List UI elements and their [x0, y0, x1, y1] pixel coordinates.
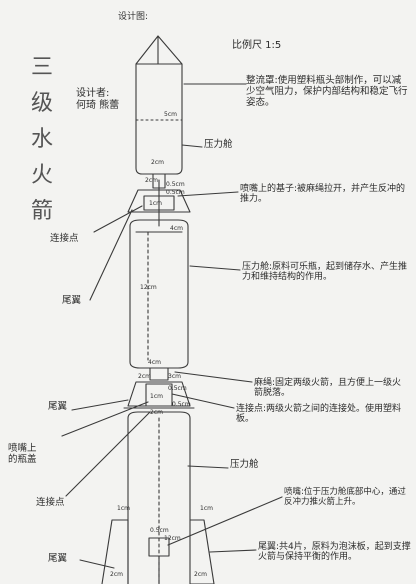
label-tail-left-3: 尾翼 [48, 553, 68, 564]
dim-2cm-f: 2cm [194, 571, 207, 578]
dim-05cm-c: 0.5cm [168, 385, 187, 392]
scale-label: 比例尺 1:5 [232, 40, 282, 51]
nose-cone [135, 35, 183, 65]
label-pressure-top: 压力舱 [204, 139, 233, 150]
title-char-4: 火 [30, 163, 53, 188]
label-nozzle-cap: 喷嘴上 的瓶盖 [8, 443, 37, 465]
dim-3cm: 3cm [168, 373, 181, 380]
annotation-nozzle-base: 喷嘴上的基子:被麻绳拉开，并产生反冲的推力。 [240, 184, 406, 205]
label-pressure-bottom: 压力舱 [230, 459, 259, 470]
bottom-left-fin [101, 519, 129, 584]
title-char-2: 级 [30, 91, 53, 116]
dim-12cm-b: 12cm [164, 535, 181, 542]
dim-2cm-d: 2cm [150, 409, 163, 416]
annotation-fairing: 整流罩:使用塑料瓶头部制作，可以减少空气阻力，保护内部结构和稳定飞行姿态。 [246, 75, 408, 108]
annotation-tail-fin: 尾翼:共4片，原料为泡沫板，起到支撑火箭与保持平衡的作用。 [258, 542, 411, 563]
dim-2cm-e: 2cm [110, 571, 123, 578]
dim-12cm: 12cm [140, 284, 157, 291]
dim-2cm-c: 2cm [138, 373, 151, 380]
title-char-3: 水 [30, 127, 53, 152]
bottom-pressure-chamber [127, 411, 191, 584]
dim-05cm-b: 0.5cm [166, 189, 185, 196]
label-tail-left-2: 尾翼 [48, 401, 68, 412]
top-pressure-chamber [135, 63, 183, 175]
designer: 设计者: 何琦 熊蕾 [76, 88, 120, 111]
dim-05cm-e: 0.5cm [150, 527, 169, 534]
lower-connector [145, 383, 173, 407]
dim-05cm-a: 0.5cm [166, 181, 185, 188]
upper-fins [127, 189, 191, 213]
dim-2cm-a: 2cm [151, 159, 164, 166]
middle-pressure-chamber [129, 219, 189, 369]
title-char-1: 三 [30, 55, 53, 80]
dim-4cm-b: 4cm [148, 359, 161, 366]
dim-1cm-d: 1cm [200, 505, 213, 512]
middle-neck [149, 367, 169, 381]
annotation-hemp-rope: 麻绳:固定两级火箭，且方便上一级火箭脱落。 [254, 378, 402, 399]
dim-2cm-b: 2cm [145, 177, 158, 184]
sheet-label: 设计图: [118, 12, 149, 22]
dim-05cm-d: 0.5cm [172, 401, 191, 408]
dim-5cm: 5cm [164, 111, 177, 118]
dim-1cm-b: 1cm [150, 393, 163, 400]
bottom-right-fin [189, 519, 215, 584]
dim-1cm-a: 1cm [149, 200, 162, 207]
label-connect-left-2: 连接点 [36, 497, 65, 508]
label-connect-left-1: 连接点 [50, 233, 79, 244]
dim-1cm-c: 1cm [117, 505, 130, 512]
label-tail-left-1: 尾翼 [62, 295, 82, 306]
annotation-pressure-chamber: 压力舱:原料可乐瓶，起到储存水、产生推力和维持结构的作用。 [242, 262, 408, 283]
title-char-5: 箭 [30, 199, 53, 224]
annotation-connection-point: 连接点:两级火箭之间的连接处。使用塑料板。 [236, 404, 402, 425]
dim-4cm-a: 4cm [170, 225, 183, 232]
annotation-nozzle: 喷嘴:位于压力舱底部中心，通过反冲力推火箭上升。 [284, 487, 406, 507]
vertical-title: 三 级 水 火 箭 [22, 50, 62, 230]
